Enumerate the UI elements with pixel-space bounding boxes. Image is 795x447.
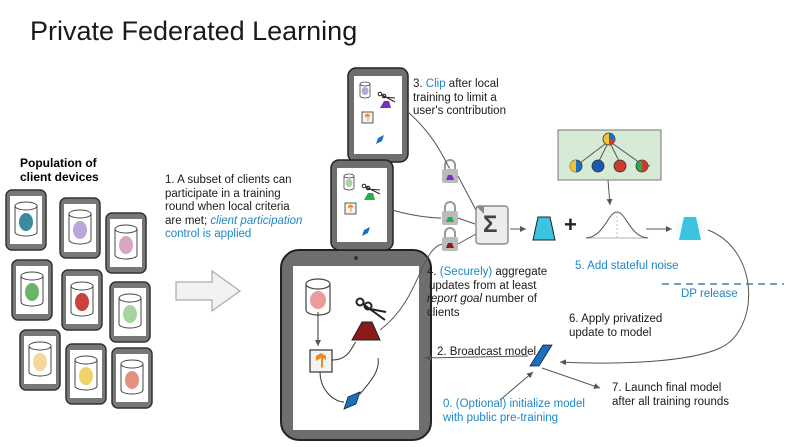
noisy-update [679,217,701,240]
step1-line-4a: are met; [165,214,211,227]
small-phone-4 [11,259,53,321]
tree-icon [557,129,662,181]
small-phone-5 [61,269,103,331]
step7-text: 7. Launch final model after all training… [612,382,729,409]
big-client-phone [280,249,432,441]
step3-line-2: training to limit a [413,91,497,104]
step1-line-1: 1. A subset of clients can [165,174,292,186]
step4-line-2: updates from at least [429,279,537,292]
step4-line-3b: number of [481,293,537,305]
client-phone-middle [330,159,394,251]
step2-text: 2. Broadcast model [437,346,537,358]
step7-line-2: after all training rounds [612,395,729,408]
step4-line-1-rest: aggregate [492,266,548,278]
sigma-box [475,205,509,245]
scissors-icon [355,297,387,321]
step4-text: 4. (Securely) aggregate updates from at … [427,266,547,320]
gaussian-icon [585,211,649,239]
dp-release-label: DP release [681,288,738,300]
step1-line-5: control is applied [165,228,252,240]
step4-prefix: 4. [427,266,440,278]
sigma-icon: Σ [483,211,498,238]
step3-prefix: 3. [413,78,426,90]
step4-report-goal: report goal [427,293,482,305]
tensorflow-icon [316,353,326,368]
step6-line-1: 6. Apply privatized [569,313,663,325]
step6-line-2: update to model [569,326,652,339]
step1-line-2: participate in a training [165,187,281,200]
small-phone-1 [5,189,47,251]
aggregate-update [532,216,556,241]
step3-line-1-rest: after local [445,78,499,90]
small-phone-8 [65,343,107,405]
small-phone-3 [105,212,147,274]
small-phone-2 [59,197,101,259]
step1-client-participation: client participation [210,214,303,227]
lock-icon-purple [442,159,458,183]
step7-line-1: 7. Launch final model [612,382,722,394]
step0-line-1: 0. (Optional) initialize model [443,398,585,410]
small-phone-9 [111,347,153,409]
step1-text: 1. A subset of clients can participate i… [165,174,302,242]
step3-line-3: user's contribution [413,105,506,117]
plus-symbol: + [564,212,577,237]
global-model [529,344,553,367]
small-phone-7 [19,329,61,391]
population-label: Population of client devices [20,156,99,184]
step6-text: 6. Apply privatized update to model [569,313,662,340]
step0-line-2: with public pre-training [443,411,559,424]
step0-text: 0. (Optional) initialize model with publ… [443,398,585,425]
lock-icon-red [442,227,458,251]
step3-clip: Clip [425,78,446,90]
page-title: Private Federated Learning [30,16,358,46]
step1-line-3: round when local criteria [165,201,290,213]
step5-text: 5. Add stateful noise [575,260,679,272]
client-phone-top [347,67,409,163]
population-line-2: client devices [20,170,99,184]
step4-securely: (Securely) [439,266,493,278]
step3-text: 3. Clip after local training to limit a … [413,78,506,119]
step4-line-4: clients [427,306,460,319]
lock-icon-green [442,201,458,225]
population-line-1: Population of [20,156,97,170]
small-phone-6 [109,281,151,343]
arrow-right-icon [175,269,242,313]
